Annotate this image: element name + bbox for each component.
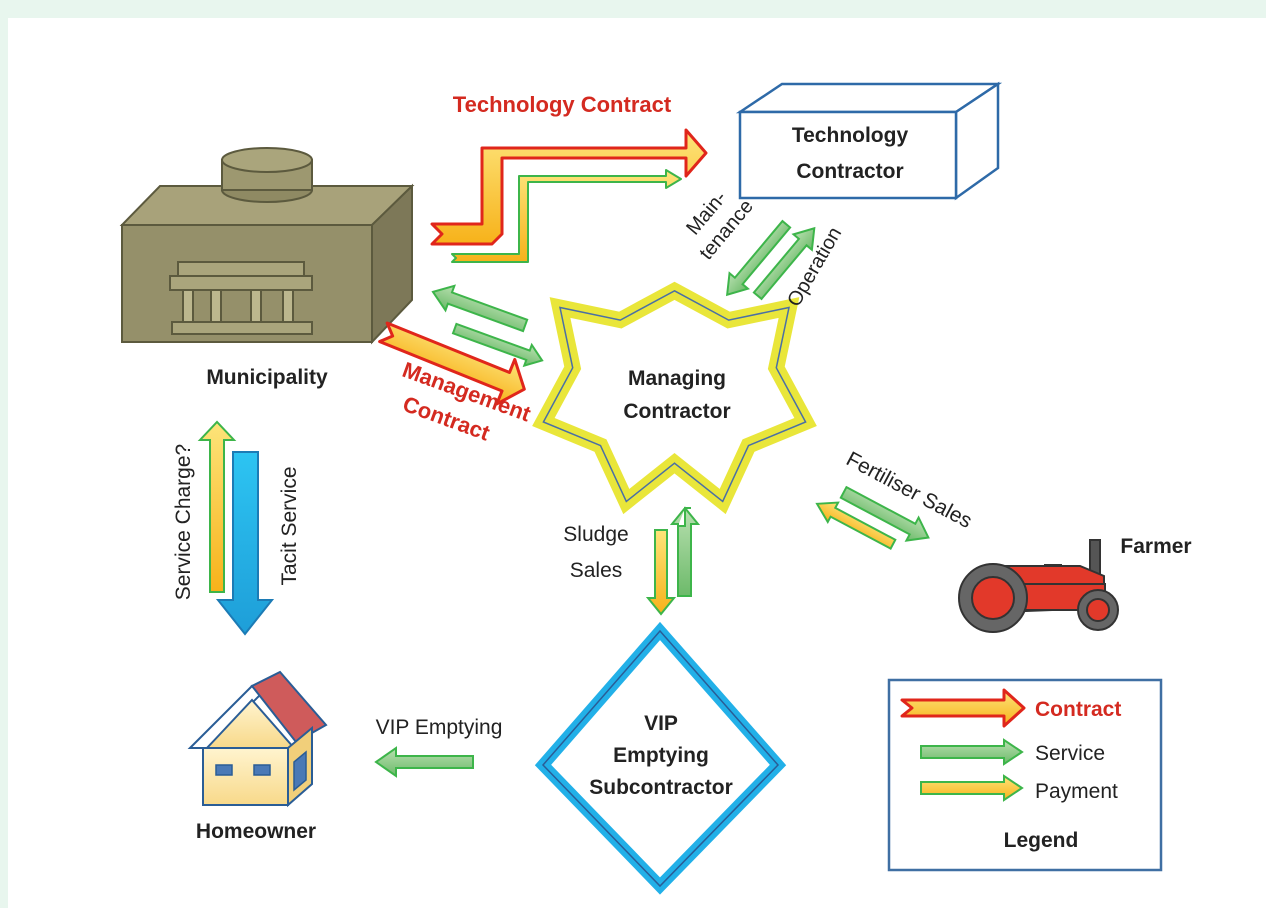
managing-payment-arrow [451, 322, 544, 368]
operation-service-arrow [752, 226, 816, 301]
municipality-icon [119, 147, 415, 345]
sludge-service-arrow [669, 506, 701, 597]
managing-contractor-label-2: Contractor [623, 400, 730, 423]
legend-contract-label: Contract [1035, 698, 1121, 721]
maintenance-service-arrow [725, 219, 792, 297]
technology-contract-label: Technology Contract [453, 92, 672, 117]
legend-contract-arrow [900, 688, 1026, 728]
municipality-label: Municipality [206, 366, 328, 389]
vip-emptying-label: VIP Emptying [376, 716, 503, 739]
operation-label: Operation [783, 223, 846, 310]
sludge-sales-label-2: Sales [570, 559, 623, 582]
technology-contractor-box [735, 81, 1003, 201]
legend-payment-arrow [920, 774, 1024, 802]
vip-emptying-service-arrow [374, 746, 474, 778]
vip-subcontractor-label-2: Emptying [613, 744, 709, 767]
farmer-label: Farmer [1120, 535, 1191, 558]
vip-subcontractor-label-1: VIP [644, 712, 678, 735]
house-icon [187, 670, 328, 808]
service-charge-payment-arrow [197, 420, 237, 593]
technology-payment-arrow [451, 169, 682, 263]
service-charge-label: Service Charge? [172, 444, 195, 600]
legend-service-label: Service [1035, 742, 1105, 765]
technology-contractor-label-2: Contractor [796, 160, 903, 183]
managing-contractor-star-outline [542, 289, 807, 503]
sludge-payment-arrow [645, 529, 677, 616]
managing-contractor-label-1: Managing [628, 367, 726, 390]
technology-contractor-label-1: Technology [792, 124, 909, 147]
vip-subcontractor-label-3: Subcontractor [589, 776, 733, 799]
managing-contractor-star [532, 281, 817, 515]
fertiliser-service-arrow [839, 485, 930, 542]
tacit-service-label: Tacit Service [278, 466, 301, 585]
sludge-sales-label-1: Sludge [563, 523, 628, 546]
technology-contract-arrow [430, 128, 708, 246]
homeowner-label: Homeowner [196, 820, 316, 843]
municipality-service-arrow [431, 284, 529, 333]
tractor-icon [958, 539, 1119, 633]
fertiliser-payment-arrow [815, 501, 897, 550]
legend-service-arrow [920, 738, 1024, 766]
tacit-service-arrow [215, 451, 275, 636]
legend-payment-label: Payment [1035, 780, 1118, 803]
management-contract-arrow [378, 321, 526, 406]
legend-title: Legend [1004, 829, 1079, 852]
